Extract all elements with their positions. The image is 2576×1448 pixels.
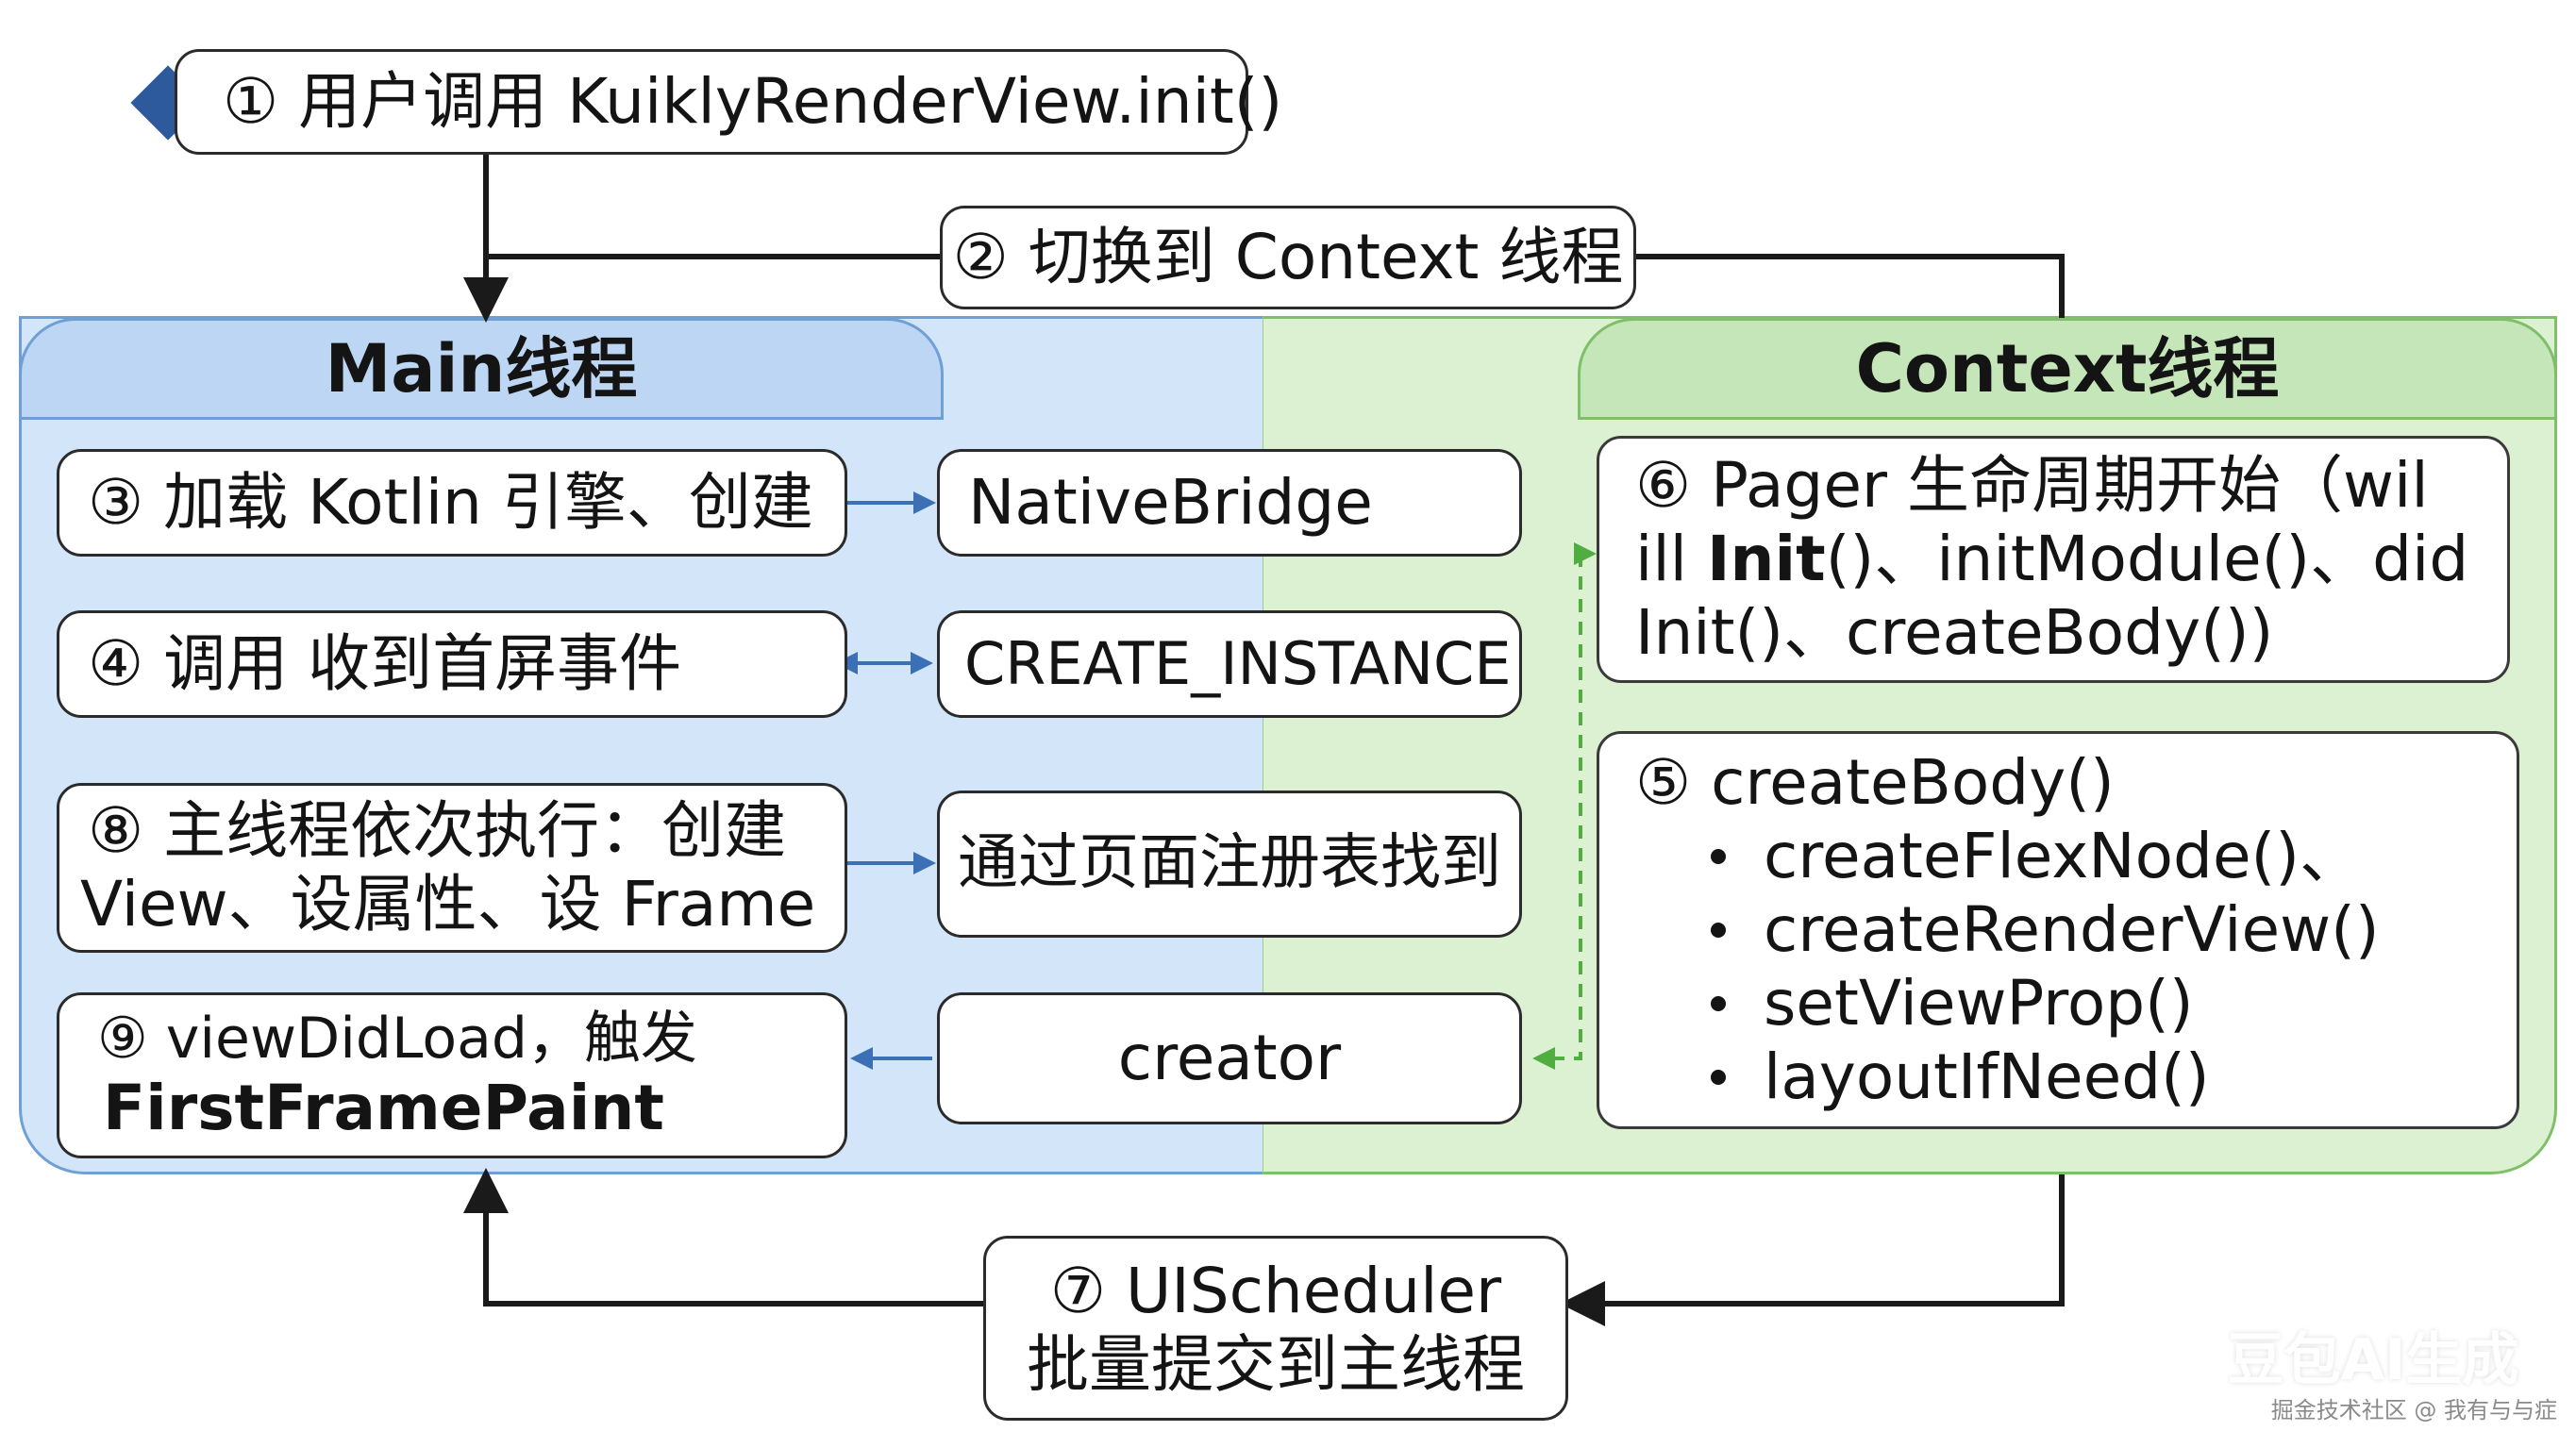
creator-label: creator bbox=[1117, 1022, 1342, 1095]
step-3-label: ③ 加载 Kotlin 引擎、创建 bbox=[88, 466, 813, 540]
create-instance-label: CREATE_INSTANCE bbox=[964, 629, 1512, 699]
main-thread-title: Main线程 bbox=[325, 329, 638, 408]
step-9-line-2: FirstFramePaint bbox=[103, 1072, 664, 1145]
context-thread-header: Context线程 bbox=[1578, 318, 2557, 420]
step-4-label: ④ 调用 收到首屏事件 bbox=[88, 627, 682, 701]
bullet-dot-icon bbox=[1711, 995, 1726, 1011]
step-4-box: ④ 调用 收到首屏事件 bbox=[57, 610, 847, 718]
step-6-line-2: ill Init()、initModule()、did bbox=[1635, 523, 2468, 596]
step-7-box: ⑦ UIScheduler 批量提交到主线程 bbox=[983, 1236, 1568, 1421]
watermark-credit-text: 掘金技术社区 @ 我有与与症 bbox=[2270, 1396, 2557, 1423]
bullet-dot-icon bbox=[1711, 1069, 1726, 1085]
native-bridge-label: NativeBridge bbox=[968, 466, 1373, 540]
step-8-box: ⑧ 主线程依次执行：创建 View、设属性、设 Frame bbox=[57, 783, 847, 953]
step-8-line-2: View、设属性、设 Frame bbox=[80, 868, 816, 940]
registry-box: 通过页面注册表找到 bbox=[937, 791, 1522, 938]
step-5-item-2: createRenderView() bbox=[1764, 893, 2380, 967]
step-5-item-3: setViewProp() bbox=[1764, 966, 2194, 1040]
step-6-line-2-pre: ill bbox=[1635, 523, 1707, 596]
step-6-line-1: ⑥ Pager 生命周期开始（wil bbox=[1635, 449, 2429, 523]
step-2-label: ② 切换到 Context 线程 bbox=[952, 221, 1624, 294]
create-instance-box: CREATE_INSTANCE bbox=[937, 610, 1522, 718]
step-9-box: ⑨ viewDidLoad，触发 FirstFramePaint bbox=[57, 992, 847, 1158]
watermark-brand: 豆包AI生成 bbox=[2217, 1317, 2529, 1393]
main-thread-header: Main线程 bbox=[19, 318, 944, 420]
registry-label: 通过页面注册表找到 bbox=[958, 828, 1501, 899]
step-6-line-3: Init()、createBody()) bbox=[1635, 595, 2274, 669]
step-6-line-2-post: ()、initModule()、did bbox=[1825, 523, 2469, 596]
step-2-box: ② 切换到 Context 线程 bbox=[940, 206, 1636, 309]
context-thread-title: Context线程 bbox=[1855, 329, 2280, 408]
step-6-init-bold: Init bbox=[1707, 523, 1826, 596]
step-9-line-1: ⑨ viewDidLoad，触发 bbox=[97, 1005, 697, 1072]
watermark-credit: 掘金技术社区 @ 我有与与症 bbox=[2227, 1389, 2557, 1426]
step-5-title: ⑤ createBody() bbox=[1635, 746, 2115, 820]
bullet-dot-icon bbox=[1711, 849, 1726, 865]
step-7-line-2: 批量提交到主线程 bbox=[1027, 1328, 1525, 1401]
step-7-line-1: ⑦ UIScheduler bbox=[1049, 1255, 1502, 1328]
step-8-line-1: ⑧ 主线程依次执行：创建 bbox=[88, 794, 787, 868]
native-bridge-box: NativeBridge bbox=[937, 449, 1522, 557]
step-5-item-4: layoutIfNeed() bbox=[1764, 1040, 2210, 1113]
step-5-item-1: createFlexNode()、 bbox=[1764, 820, 2363, 893]
bullet-dot-icon bbox=[1711, 923, 1726, 938]
step-1-label: ① 用户调用 KuiklyRenderView.init() bbox=[223, 65, 1283, 139]
watermark-brand-text: 豆包AI生成 bbox=[2227, 1326, 2519, 1393]
step-5-box: ⑤ createBody() createFlexNode()、 createR… bbox=[1597, 731, 2519, 1129]
creator-box: creator bbox=[937, 992, 1522, 1124]
step-1-box: ① 用户调用 KuiklyRenderView.init() bbox=[175, 49, 1282, 155]
step-6-box: ⑥ Pager 生命周期开始（wil ill Init()、initModule… bbox=[1597, 436, 2510, 683]
step-3-box: ③ 加载 Kotlin 引擎、创建 bbox=[57, 449, 847, 557]
